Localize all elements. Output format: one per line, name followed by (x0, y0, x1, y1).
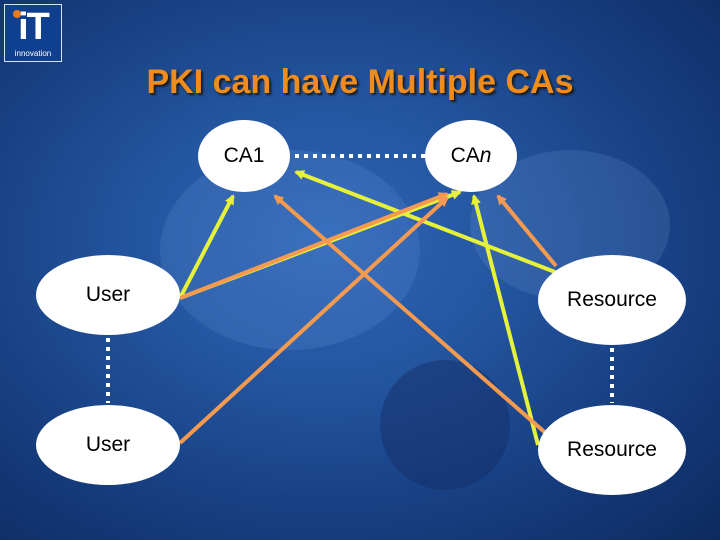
node-resource-bottom-label: Resource (567, 438, 657, 461)
node-resource-bottom: Resource (538, 405, 686, 495)
slide-title: PKI can have Multiple CAs (146, 63, 574, 101)
node-can: CAn (425, 120, 517, 192)
yellow-arrow-user-to-ca1 (178, 194, 235, 299)
node-user-bottom: User (36, 405, 180, 485)
orange-arrow-user-to-can (179, 192, 449, 300)
yellow-arrow-resource-to-ca1 (294, 170, 556, 274)
node-resource-top: Resource (538, 255, 686, 345)
orange-arrow-user2-to-can (178, 196, 449, 445)
logo-mark: iT (18, 6, 50, 48)
node-can-label: CAn (451, 144, 492, 168)
node-user-top: User (36, 255, 180, 335)
node-user-top-label: User (85, 283, 131, 306)
orange-arrow-resource2-to-ca1 (273, 194, 551, 438)
node-ca1: CA1 (198, 120, 290, 192)
node-user-bottom-label: User (85, 433, 131, 456)
node-resource-top-label: Resource (567, 288, 657, 311)
company-logo: iT innovation (4, 4, 62, 62)
logo-subtitle: innovation (14, 49, 52, 58)
orange-arrow-resource-to-can (496, 194, 558, 268)
logo-dot (13, 10, 21, 18)
node-can-suffix: n (479, 144, 492, 167)
node-ca1-label: CA1 (223, 144, 265, 167)
yellow-arrow-resource2-to-can (471, 194, 540, 446)
node-can-prefix: CA (450, 144, 480, 167)
